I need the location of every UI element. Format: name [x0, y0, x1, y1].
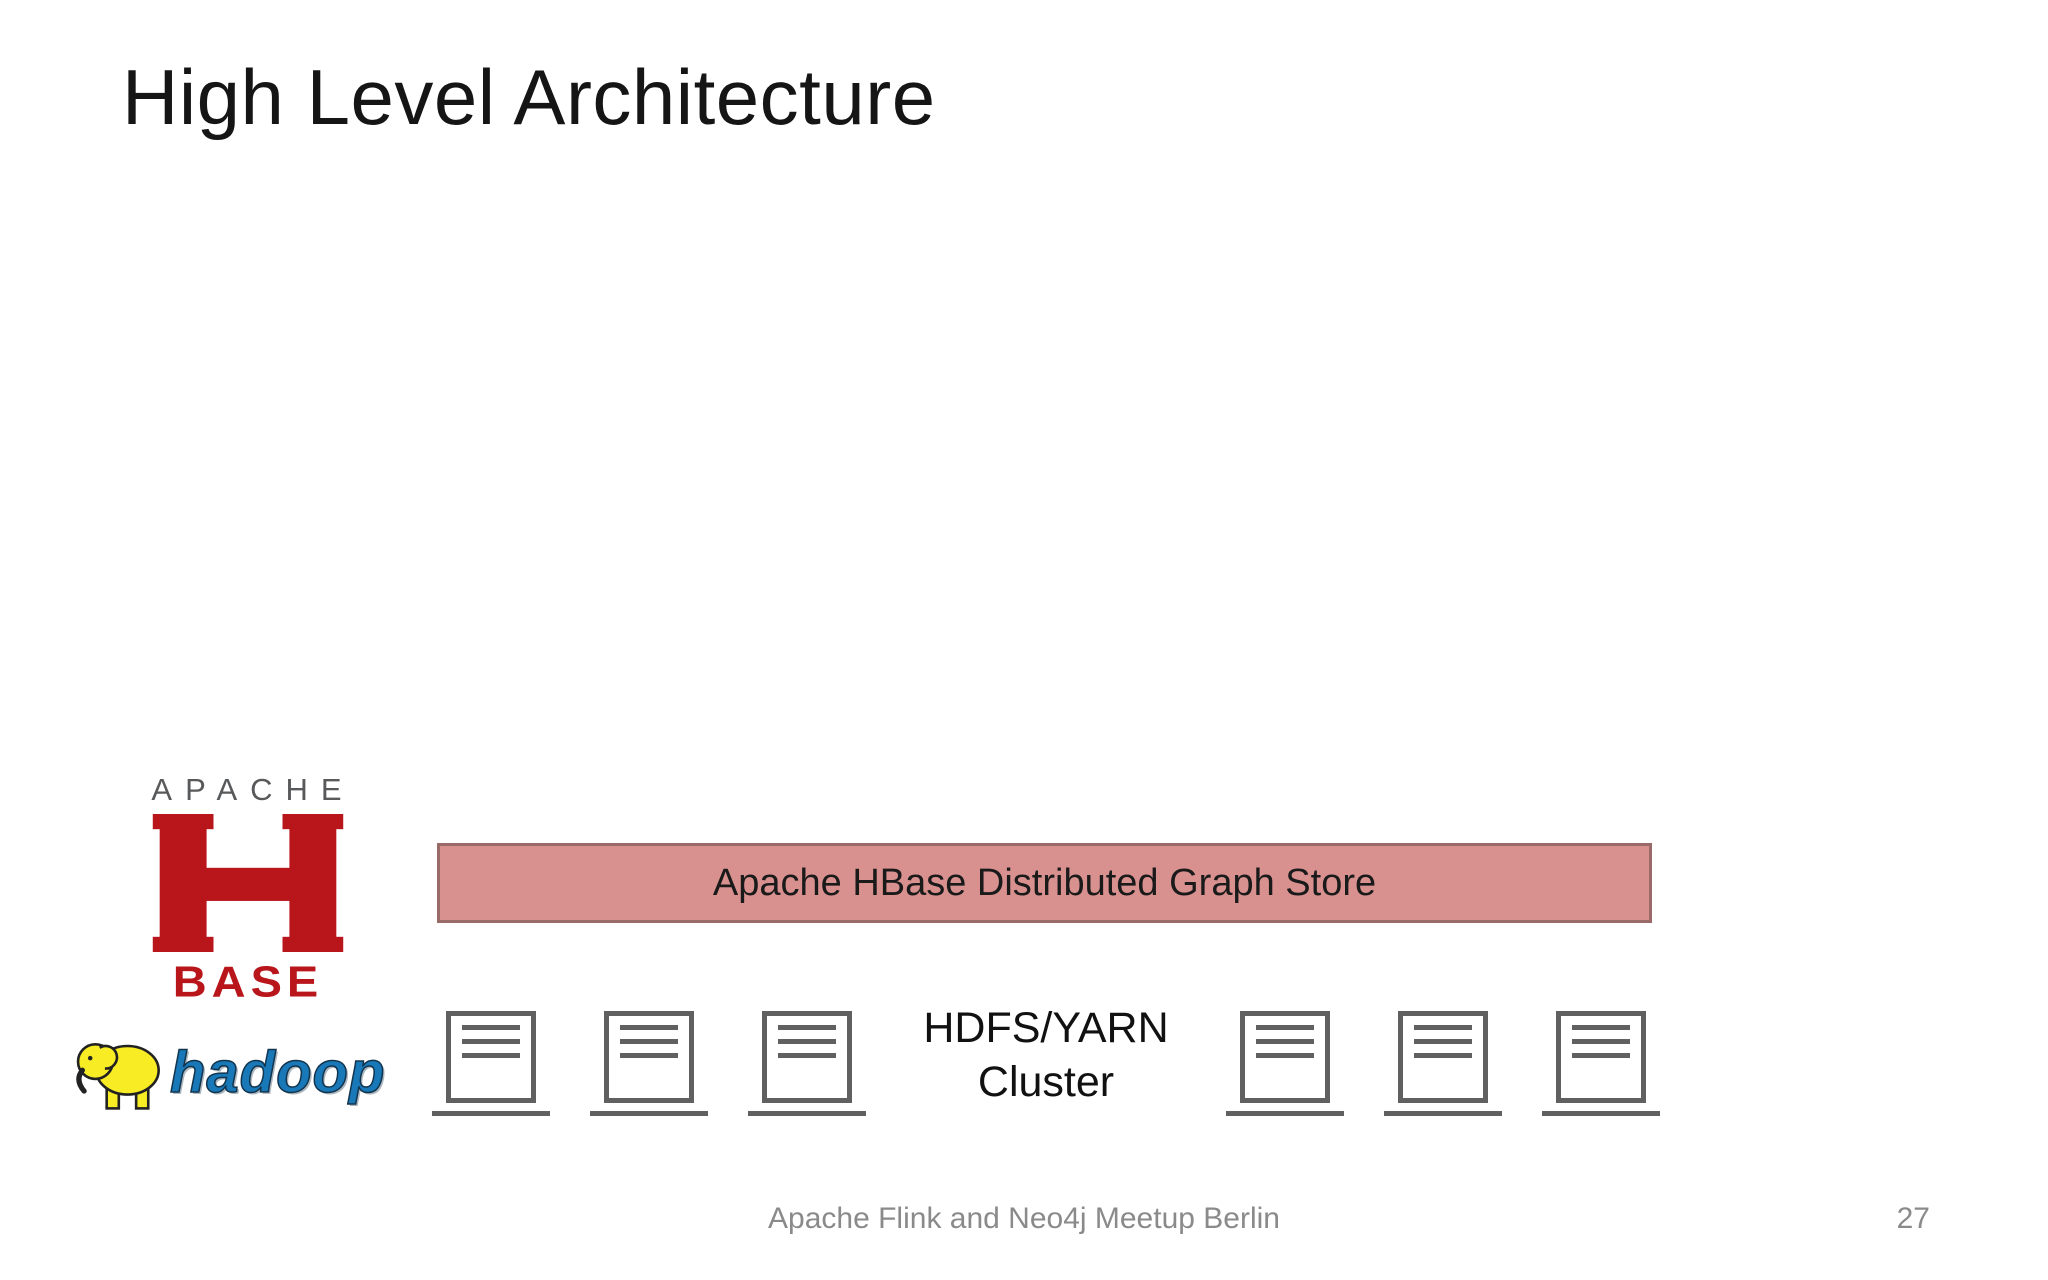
slide-title: High Level Architecture	[122, 53, 936, 141]
hbase-base-text: BASE	[172, 957, 324, 1006]
hbase-h-icon	[152, 814, 344, 952]
graph-store-label: Apache HBase Distributed Graph Store	[712, 861, 1377, 904]
hadoop-logo: hadoop	[72, 1022, 385, 1122]
hadoop-wordmark: hadoop	[169, 1039, 386, 1106]
server-icon	[1226, 1010, 1344, 1116]
graph-store-box: Apache HBase Distributed Graph Store	[437, 843, 1652, 923]
server-icon	[432, 1010, 550, 1116]
server-icon	[748, 1010, 866, 1116]
slide-footer: Apache Flink and Neo4j Meetup Berlin	[768, 1202, 1280, 1235]
hadoop-elephant-icon	[76, 1042, 160, 1110]
hbase-apache-text: APACHE	[151, 772, 355, 807]
server-icon	[1384, 1010, 1502, 1116]
cluster-label-line2: Cluster	[977, 1057, 1115, 1106]
cluster-label: HDFS/YARN Cluster	[918, 1002, 1174, 1116]
page-number: 27	[1896, 1202, 1930, 1235]
server-icon	[590, 1010, 708, 1116]
cluster-label-line1: HDFS/YARN	[923, 1004, 1169, 1052]
hbase-logo: APACHE BASE	[140, 772, 356, 1009]
server-icon	[1542, 1010, 1660, 1116]
cluster-row: HDFS/YARN Cluster	[432, 1002, 1660, 1116]
